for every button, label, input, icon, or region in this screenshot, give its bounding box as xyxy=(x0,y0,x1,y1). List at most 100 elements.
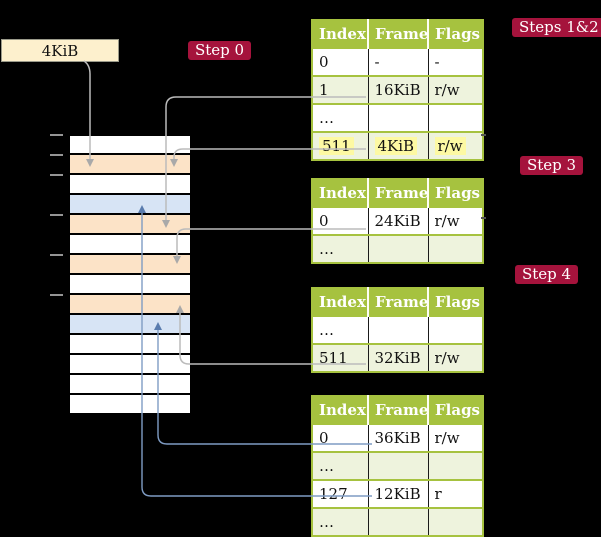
table-cell: 0 xyxy=(312,206,368,235)
table-cell: … xyxy=(312,234,368,263)
column-header: Frame xyxy=(367,288,428,316)
table-row: … xyxy=(312,103,483,132)
table-cell: 24KiB xyxy=(367,206,428,235)
memory-tick xyxy=(50,294,63,296)
table-cell: r/w xyxy=(427,423,483,452)
column-header: Flags xyxy=(427,20,483,48)
column-header: Index xyxy=(312,396,368,424)
memory-tick xyxy=(50,214,63,216)
table-row: … xyxy=(312,234,483,263)
column-header: Flags xyxy=(427,288,483,316)
memory-tick xyxy=(50,174,63,176)
memory-tick xyxy=(50,254,63,256)
memory-frame-row xyxy=(70,175,190,195)
highlighted-value: 511 xyxy=(319,137,354,155)
column-header: Frame xyxy=(367,396,428,424)
table-cell: … xyxy=(312,451,368,480)
table-cell xyxy=(367,451,428,480)
table-cell xyxy=(367,507,428,536)
memory-frame-row xyxy=(70,395,190,415)
badge-steps-1-2: Steps 1&2 xyxy=(512,18,601,37)
memory-frame-row xyxy=(70,295,190,315)
memory-frame-row xyxy=(70,195,190,215)
table-cell: - xyxy=(367,47,428,76)
memory-frame-row xyxy=(70,355,190,375)
physical-memory-column xyxy=(70,135,190,415)
memory-frame-row xyxy=(70,375,190,395)
table-cell: - xyxy=(427,47,483,76)
table-cell: r/w xyxy=(427,131,483,160)
memory-tick xyxy=(50,154,63,156)
table-cell: r/w xyxy=(427,343,483,372)
memory-frame-row xyxy=(70,335,190,355)
table-cell: … xyxy=(312,315,368,344)
memory-frame-row xyxy=(70,235,190,255)
column-header: Index xyxy=(312,288,368,316)
table-cell: 511 xyxy=(312,131,368,160)
column-header: Frame xyxy=(367,179,428,207)
memory-frame-row xyxy=(70,215,190,235)
table-cell: 16KiB xyxy=(367,75,428,104)
table-cell xyxy=(367,234,428,263)
row-marker-dash xyxy=(481,217,486,219)
table-cell: 1 xyxy=(312,75,368,104)
table-cell: r/w xyxy=(427,75,483,104)
memory-frame-row xyxy=(70,275,190,295)
table-row: 0-- xyxy=(312,47,483,76)
table-cell xyxy=(367,103,428,132)
memory-frame-row xyxy=(70,315,190,335)
column-header: Index xyxy=(312,20,368,48)
table-cell: 36KiB xyxy=(367,423,428,452)
memory-frame-row xyxy=(70,135,190,155)
badge-step-0: Step 0 xyxy=(188,41,252,60)
table-cell: 0 xyxy=(312,47,368,76)
table-row: … xyxy=(312,451,483,480)
table-row: 511 4KiB r/w xyxy=(312,131,483,160)
highlighted-value: r/w xyxy=(434,137,466,155)
badge-step-4: Step 4 xyxy=(515,265,579,284)
table-cell: 0 xyxy=(312,423,368,452)
frame-address-text: 4KiB xyxy=(41,41,79,60)
table-cell xyxy=(427,234,483,263)
badge-step-3: Step 3 xyxy=(520,156,584,175)
table-cell: r/w xyxy=(427,206,483,235)
memory-tick xyxy=(50,134,63,136)
column-header: Flags xyxy=(427,396,483,424)
table-cell: … xyxy=(312,507,368,536)
table-cell: 511 xyxy=(312,343,368,372)
column-header: Index xyxy=(312,179,368,207)
table-cell xyxy=(367,315,428,344)
row-marker-dash xyxy=(481,134,486,136)
table-row: … xyxy=(312,315,483,344)
table-cell xyxy=(427,103,483,132)
table-cell: r xyxy=(427,479,483,508)
highlighted-value: 4KiB xyxy=(374,137,418,155)
column-header: Frame xyxy=(367,20,428,48)
table-cell xyxy=(427,451,483,480)
memory-frame-row xyxy=(70,255,190,275)
table-cell: 127 xyxy=(312,479,368,508)
table-row: … xyxy=(312,507,483,536)
memory-frame-row xyxy=(70,155,190,175)
table-cell: 32KiB xyxy=(367,343,428,372)
table-cell xyxy=(427,507,483,536)
column-header: Flags xyxy=(427,179,483,207)
table-cell xyxy=(427,315,483,344)
frame-address-label: 4KiB xyxy=(1,39,119,62)
table-cell: … xyxy=(312,103,368,132)
table-cell: 4KiB xyxy=(367,131,428,160)
